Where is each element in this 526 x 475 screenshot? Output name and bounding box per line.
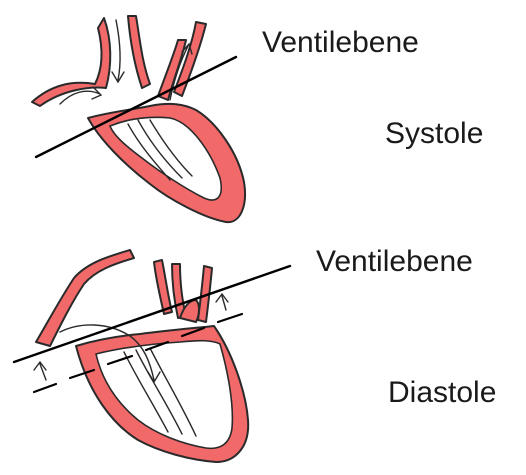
label-diastole: Diastole [388, 376, 496, 410]
label-valve-plane-top: Ventilebene [262, 26, 419, 60]
diastole-dashed-plane-seg-6 [218, 314, 242, 322]
label-systole: Systole [385, 117, 483, 151]
diastole-dashed-plane-seg-1 [34, 384, 56, 392]
diastole-vessel-tube-left [154, 260, 172, 314]
diastole-heart-illustration [14, 250, 290, 462]
label-valve-plane-bottom: Ventilebene [316, 245, 473, 279]
systole-heart-illustration [32, 16, 245, 222]
diastole-ventricle-cavity [96, 341, 232, 449]
diastole-left-atrium-wall [36, 250, 134, 346]
diastole-upward-arrow-right [216, 294, 228, 310]
systole-vessel-tube-left [128, 16, 150, 88]
systole-inflow-arrow [112, 20, 124, 82]
diastole-upward-arrow-left [34, 362, 46, 380]
